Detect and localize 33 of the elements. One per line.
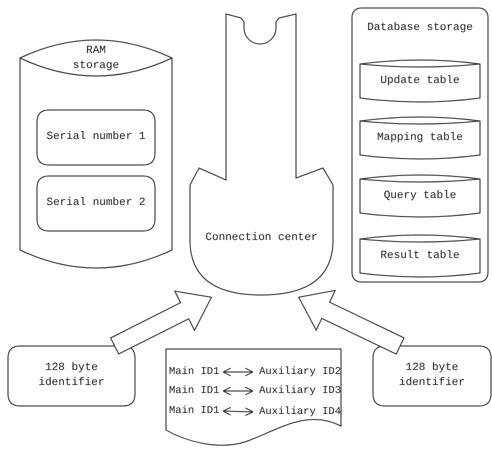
storage-cylinder (20, 40, 172, 268)
id-text: Main ID1 (169, 364, 221, 380)
node-label: Update table (380, 74, 460, 88)
node-label: Connection center (205, 230, 318, 246)
node-label: Mapping table (377, 130, 463, 146)
storage-panel (352, 8, 488, 282)
node-label: Result table (380, 248, 460, 264)
node-label: Serial number 1 (46, 130, 146, 145)
double-arrow (222, 386, 254, 396)
block-arrow (110, 290, 212, 355)
table-drum (360, 235, 480, 277)
double-arrow (222, 368, 254, 376)
block-arrow (298, 290, 405, 355)
node-label: 128 byte identifier (37, 361, 106, 391)
rounded-box (37, 110, 155, 165)
rounded-box (37, 176, 155, 231)
id-text: Auxiliary ID3 (254, 383, 341, 399)
rounded-box (8, 346, 135, 406)
document-shape (166, 349, 341, 446)
id-text: Auxiliary ID4 (254, 404, 341, 420)
node-label: 128 byte identifier (398, 361, 466, 391)
table-drum (360, 175, 480, 217)
table-drum (360, 60, 480, 102)
node-label: RAM storage (72, 44, 120, 74)
double-arrow (222, 406, 254, 416)
node-label: Serial number 2 (46, 196, 146, 211)
id-text: Main ID1 (169, 403, 221, 419)
node-label: Query table (384, 188, 456, 204)
table-drum (360, 117, 480, 159)
id-text: Main ID1 (169, 383, 221, 399)
id-text: Auxiliary ID2 (254, 364, 341, 380)
node-label: Database storage (367, 20, 473, 36)
rounded-box (373, 346, 491, 406)
